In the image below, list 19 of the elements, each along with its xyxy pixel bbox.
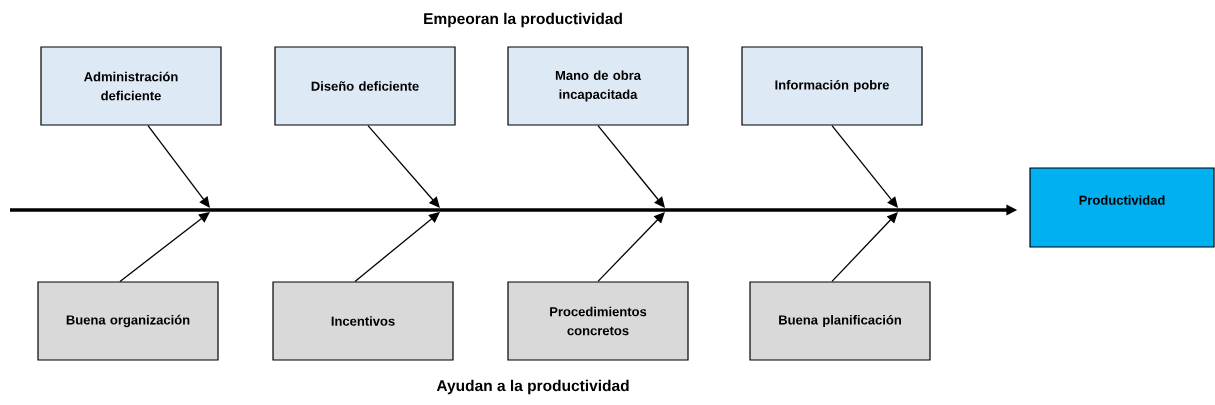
heading: Empeoran la productividad — [424, 12, 622, 28]
arrow — [367, 124, 440, 208]
arrow — [354, 212, 440, 283]
cause-box: Administración deficiente — [40, 46, 222, 126]
heading: Ayudan a la productividad — [436, 379, 629, 395]
arrow — [831, 124, 898, 208]
cause-box: Buena organización — [37, 281, 219, 361]
arrow — [147, 124, 210, 208]
arrow — [597, 212, 665, 283]
cause-box: Información pobre — [741, 46, 923, 126]
cause-box: Diseño deficiente — [274, 46, 456, 126]
cause-box: Mano de obra incapacitada — [507, 46, 689, 126]
effect-box: Productividad — [1029, 167, 1215, 248]
cause-box: Buena planificación — [749, 281, 931, 361]
arrow — [597, 124, 665, 208]
cause-box: Incentivos — [272, 281, 454, 361]
cause-box: Procedimientos concretos — [507, 281, 689, 361]
arrow — [119, 212, 210, 283]
arrow — [831, 212, 898, 283]
